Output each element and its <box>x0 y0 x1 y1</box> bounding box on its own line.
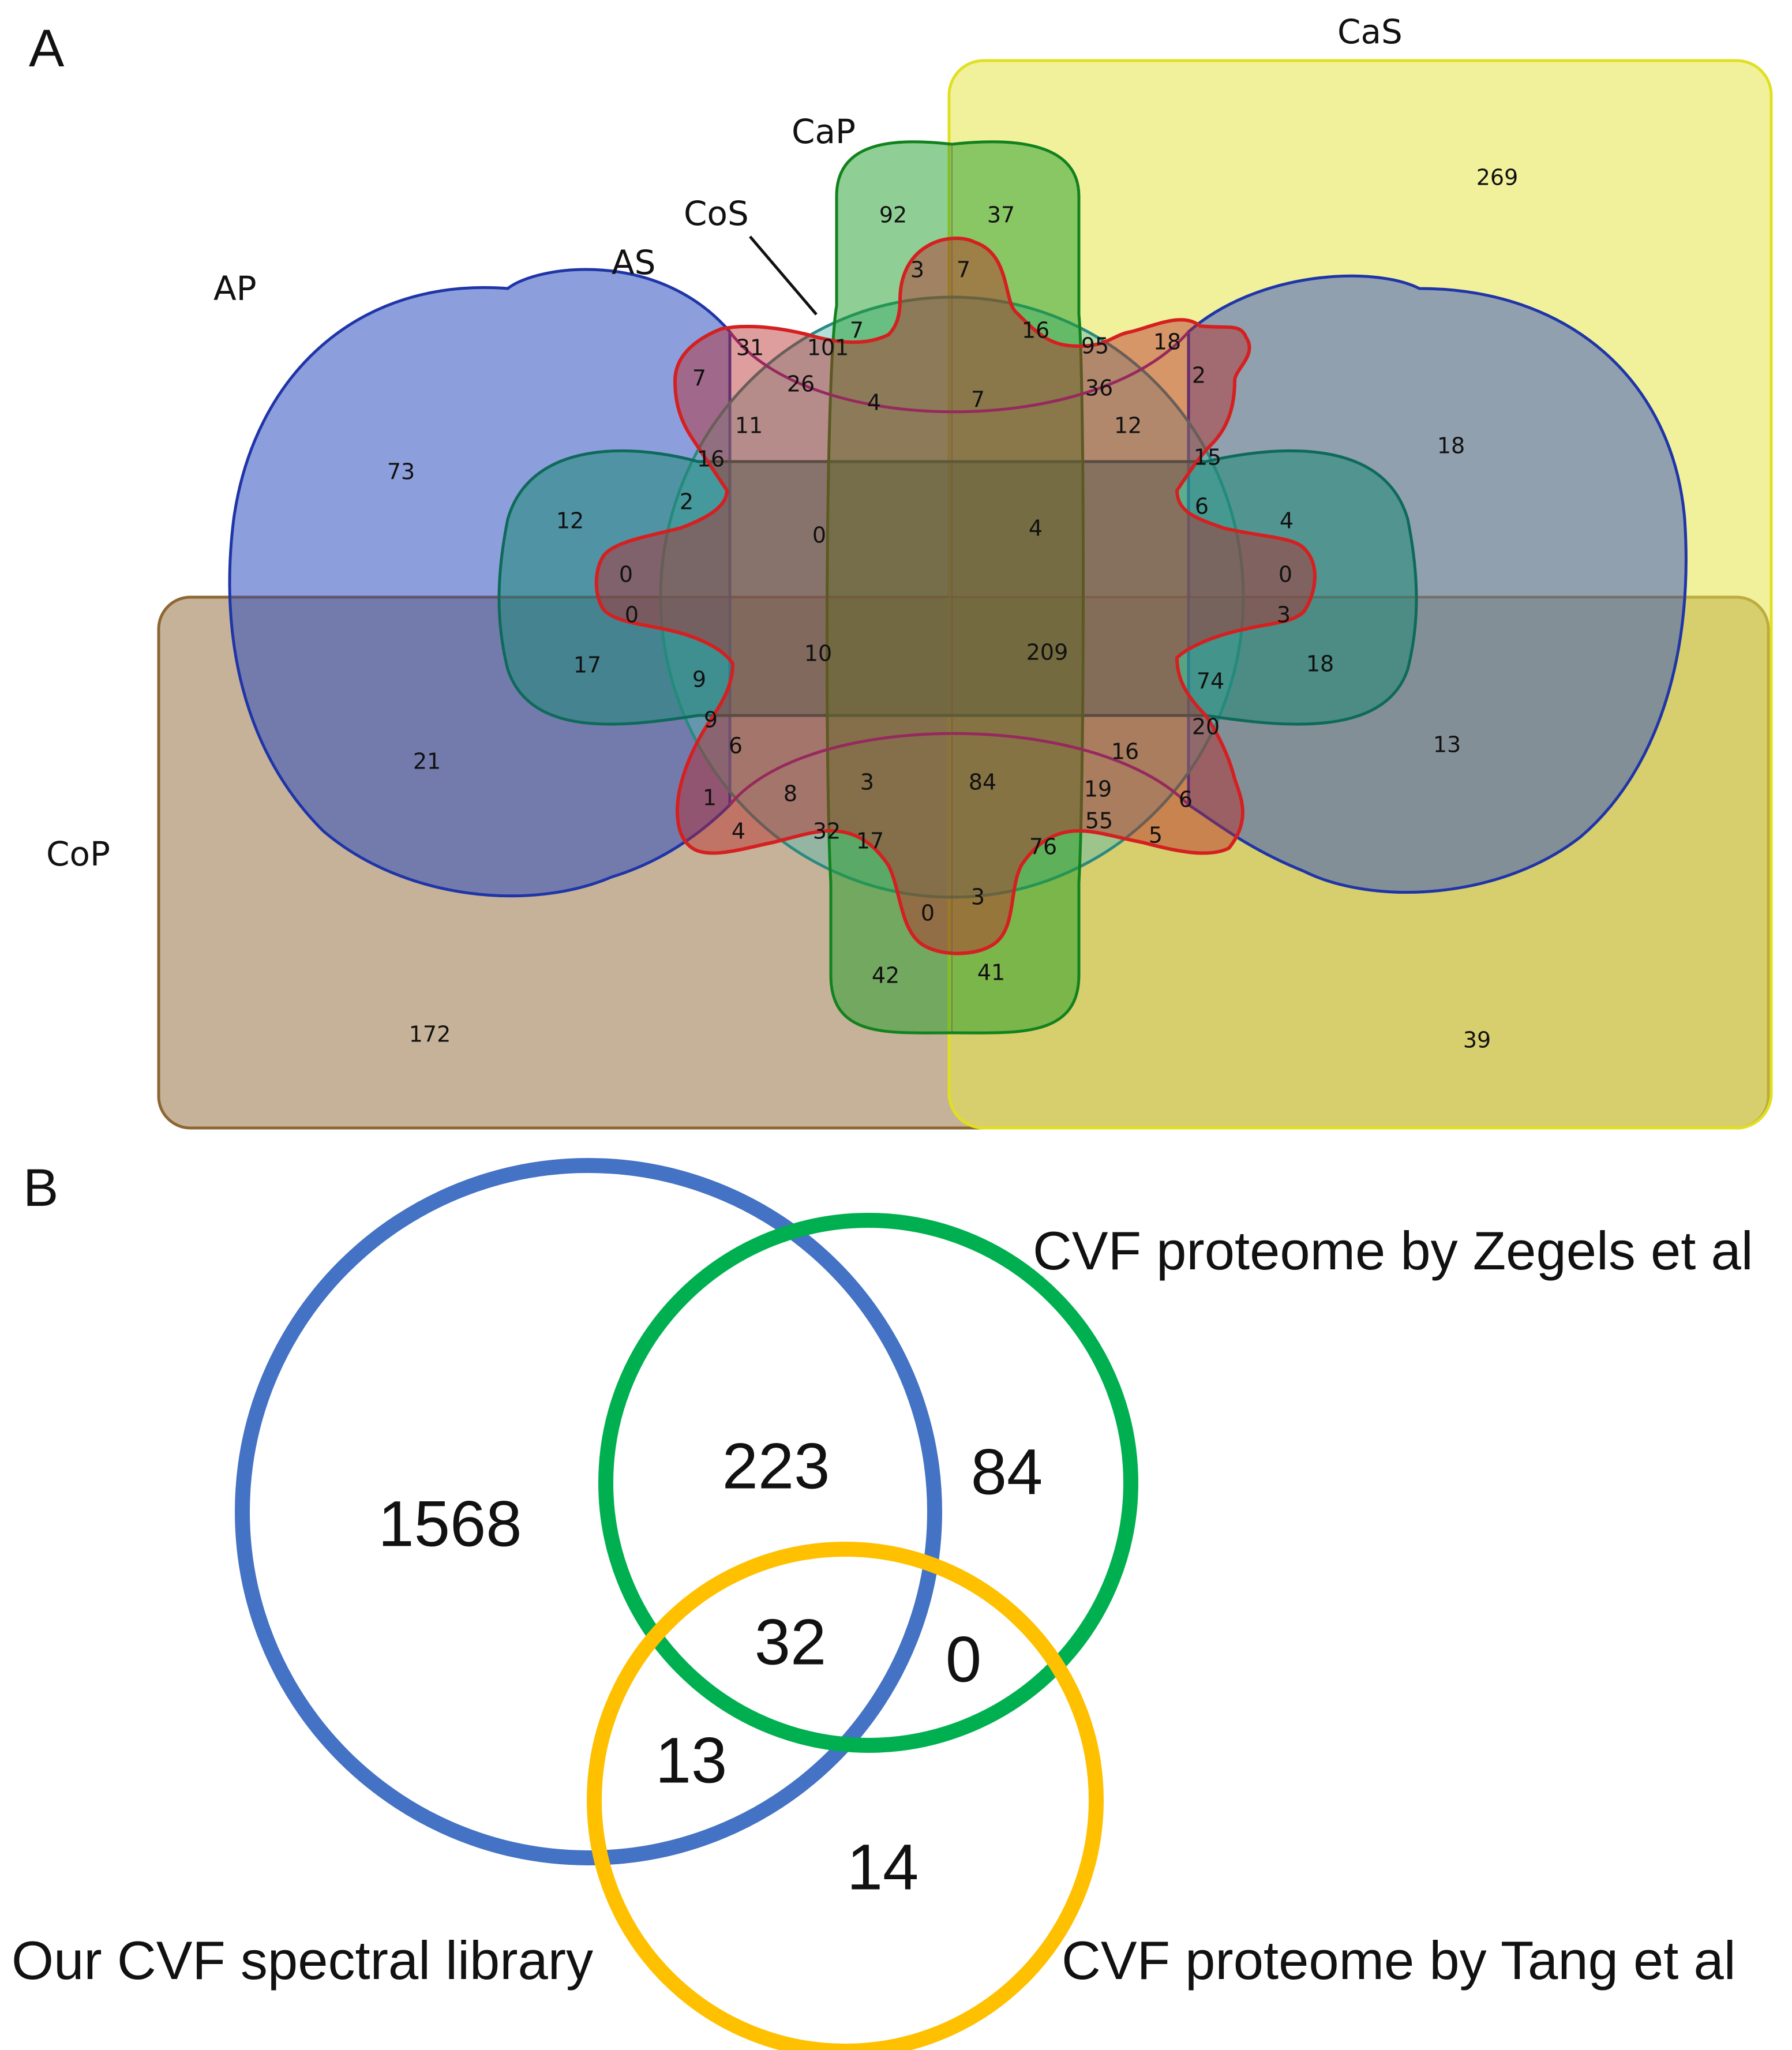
region-value: 12 <box>556 508 584 534</box>
region-value: 172 <box>409 1022 451 1047</box>
region-value: 92 <box>879 203 907 228</box>
region-value: 4 <box>867 390 881 415</box>
region-value: 7 <box>692 366 706 391</box>
region-value: 1 <box>703 785 717 811</box>
central-lens-bottom <box>729 732 1190 806</box>
count-zegels-tang: 0 <box>946 1624 981 1696</box>
set-ap-right-shape <box>1187 274 1688 894</box>
panel-a: A AP AS CoS CaP CaS CoP <box>29 12 1773 1130</box>
panel-a-letter: A <box>29 19 65 78</box>
region-value: 18 <box>1306 651 1334 677</box>
region-value: 21 <box>413 749 441 774</box>
region-value: 12 <box>1114 413 1142 439</box>
region-value: 4 <box>1029 516 1043 541</box>
label-zegels: CVF proteome by Zegels et al <box>1033 1220 1753 1281</box>
region-value: 3 <box>860 770 874 795</box>
panel-b: B CVF proteome by Zegels et al Our CVF s… <box>12 1158 1753 2050</box>
label-cos: CoS <box>684 194 749 233</box>
region-value: 84 <box>969 770 996 795</box>
region-value: 6 <box>729 733 743 759</box>
region-value: 101 <box>807 335 849 361</box>
region-value: 39 <box>1463 1028 1491 1053</box>
region-value: 32 <box>813 819 841 844</box>
region-value: 2 <box>1192 363 1206 388</box>
region-value: 2 <box>680 489 693 515</box>
count-zegels-only: 84 <box>971 1436 1043 1508</box>
region-value: 4 <box>1280 508 1294 534</box>
region-value: 76 <box>1029 834 1057 860</box>
count-ours-only: 1568 <box>378 1488 522 1560</box>
count-ours-zegels: 223 <box>722 1430 830 1502</box>
region-value: 26 <box>787 372 815 397</box>
venn-circle-zegels <box>598 1213 1138 1753</box>
region-value: 0 <box>812 523 826 548</box>
region-value: 10 <box>804 641 832 666</box>
region-value: 31 <box>736 335 764 361</box>
region-value: 7 <box>971 387 985 413</box>
label-cop: CoP <box>46 834 110 874</box>
label-ours: Our CVF spectral library <box>12 1930 593 1991</box>
region-value: 0 <box>1279 562 1292 587</box>
label-cap: CaP <box>792 112 856 151</box>
region-value: 0 <box>619 562 633 587</box>
region-value: 15 <box>1194 445 1221 470</box>
region-value: 42 <box>872 963 899 988</box>
region-value: 7 <box>850 318 864 343</box>
region-value: 7 <box>957 257 970 283</box>
cos-pointer-line <box>749 235 818 316</box>
region-value: 16 <box>1022 318 1049 343</box>
region-value: 55 <box>1085 808 1113 834</box>
region-value: 17 <box>573 653 601 678</box>
region-value: 6 <box>1179 787 1193 812</box>
region-value: 74 <box>1197 669 1224 694</box>
region-value: 19 <box>1084 777 1112 802</box>
region-value: 0 <box>625 602 639 628</box>
central-lens-top <box>728 331 1190 414</box>
region-value: 37 <box>987 203 1015 228</box>
region-value: 18 <box>1437 433 1465 459</box>
region-value: 95 <box>1081 333 1109 359</box>
label-tang: CVF proteome by Tang et al <box>1062 1930 1736 1991</box>
venn-circle-tang <box>587 1542 1104 2050</box>
region-value: 16 <box>1111 739 1139 764</box>
panel-b-letter: B <box>23 1159 58 1217</box>
region-value: 18 <box>1153 329 1181 355</box>
region-value: 3 <box>910 257 924 283</box>
region-value: 16 <box>697 447 725 472</box>
label-as: AS <box>612 243 656 282</box>
region-value: 269 <box>1476 165 1519 190</box>
label-cas: CaS <box>1337 12 1403 51</box>
region-value: 0 <box>921 901 935 926</box>
set-red-flower-shape <box>594 237 1317 955</box>
region-value: 3 <box>1277 602 1291 628</box>
region-value: 36 <box>1085 376 1113 401</box>
label-ap: AP <box>213 269 257 308</box>
set-ap-left-shape <box>228 268 732 898</box>
region-value: 9 <box>692 667 706 692</box>
region-value: 3 <box>971 885 985 910</box>
venn-circle-ours <box>235 1158 942 1865</box>
region-value: 4 <box>732 819 745 844</box>
count-ours-tang: 13 <box>655 1725 728 1797</box>
region-value: 13 <box>1433 732 1461 758</box>
region-value: 5 <box>1149 823 1163 848</box>
region-value: 9 <box>704 707 718 733</box>
count-all-three: 32 <box>755 1606 827 1678</box>
region-value: 8 <box>783 781 797 807</box>
region-value: 17 <box>856 829 884 854</box>
panel-a-region-values: 269 92 37 3 7 31 101 7 16 95 18 7 26 4 7… <box>387 165 1518 1053</box>
region-value: 20 <box>1192 714 1220 740</box>
region-value: 41 <box>977 960 1005 985</box>
region-value: 73 <box>387 459 415 485</box>
region-value: 209 <box>1026 640 1069 665</box>
region-value: 11 <box>735 413 763 439</box>
region-value: 6 <box>1195 494 1209 519</box>
set-cap-shape <box>825 140 1085 1035</box>
count-tang-only: 14 <box>847 1831 919 1903</box>
